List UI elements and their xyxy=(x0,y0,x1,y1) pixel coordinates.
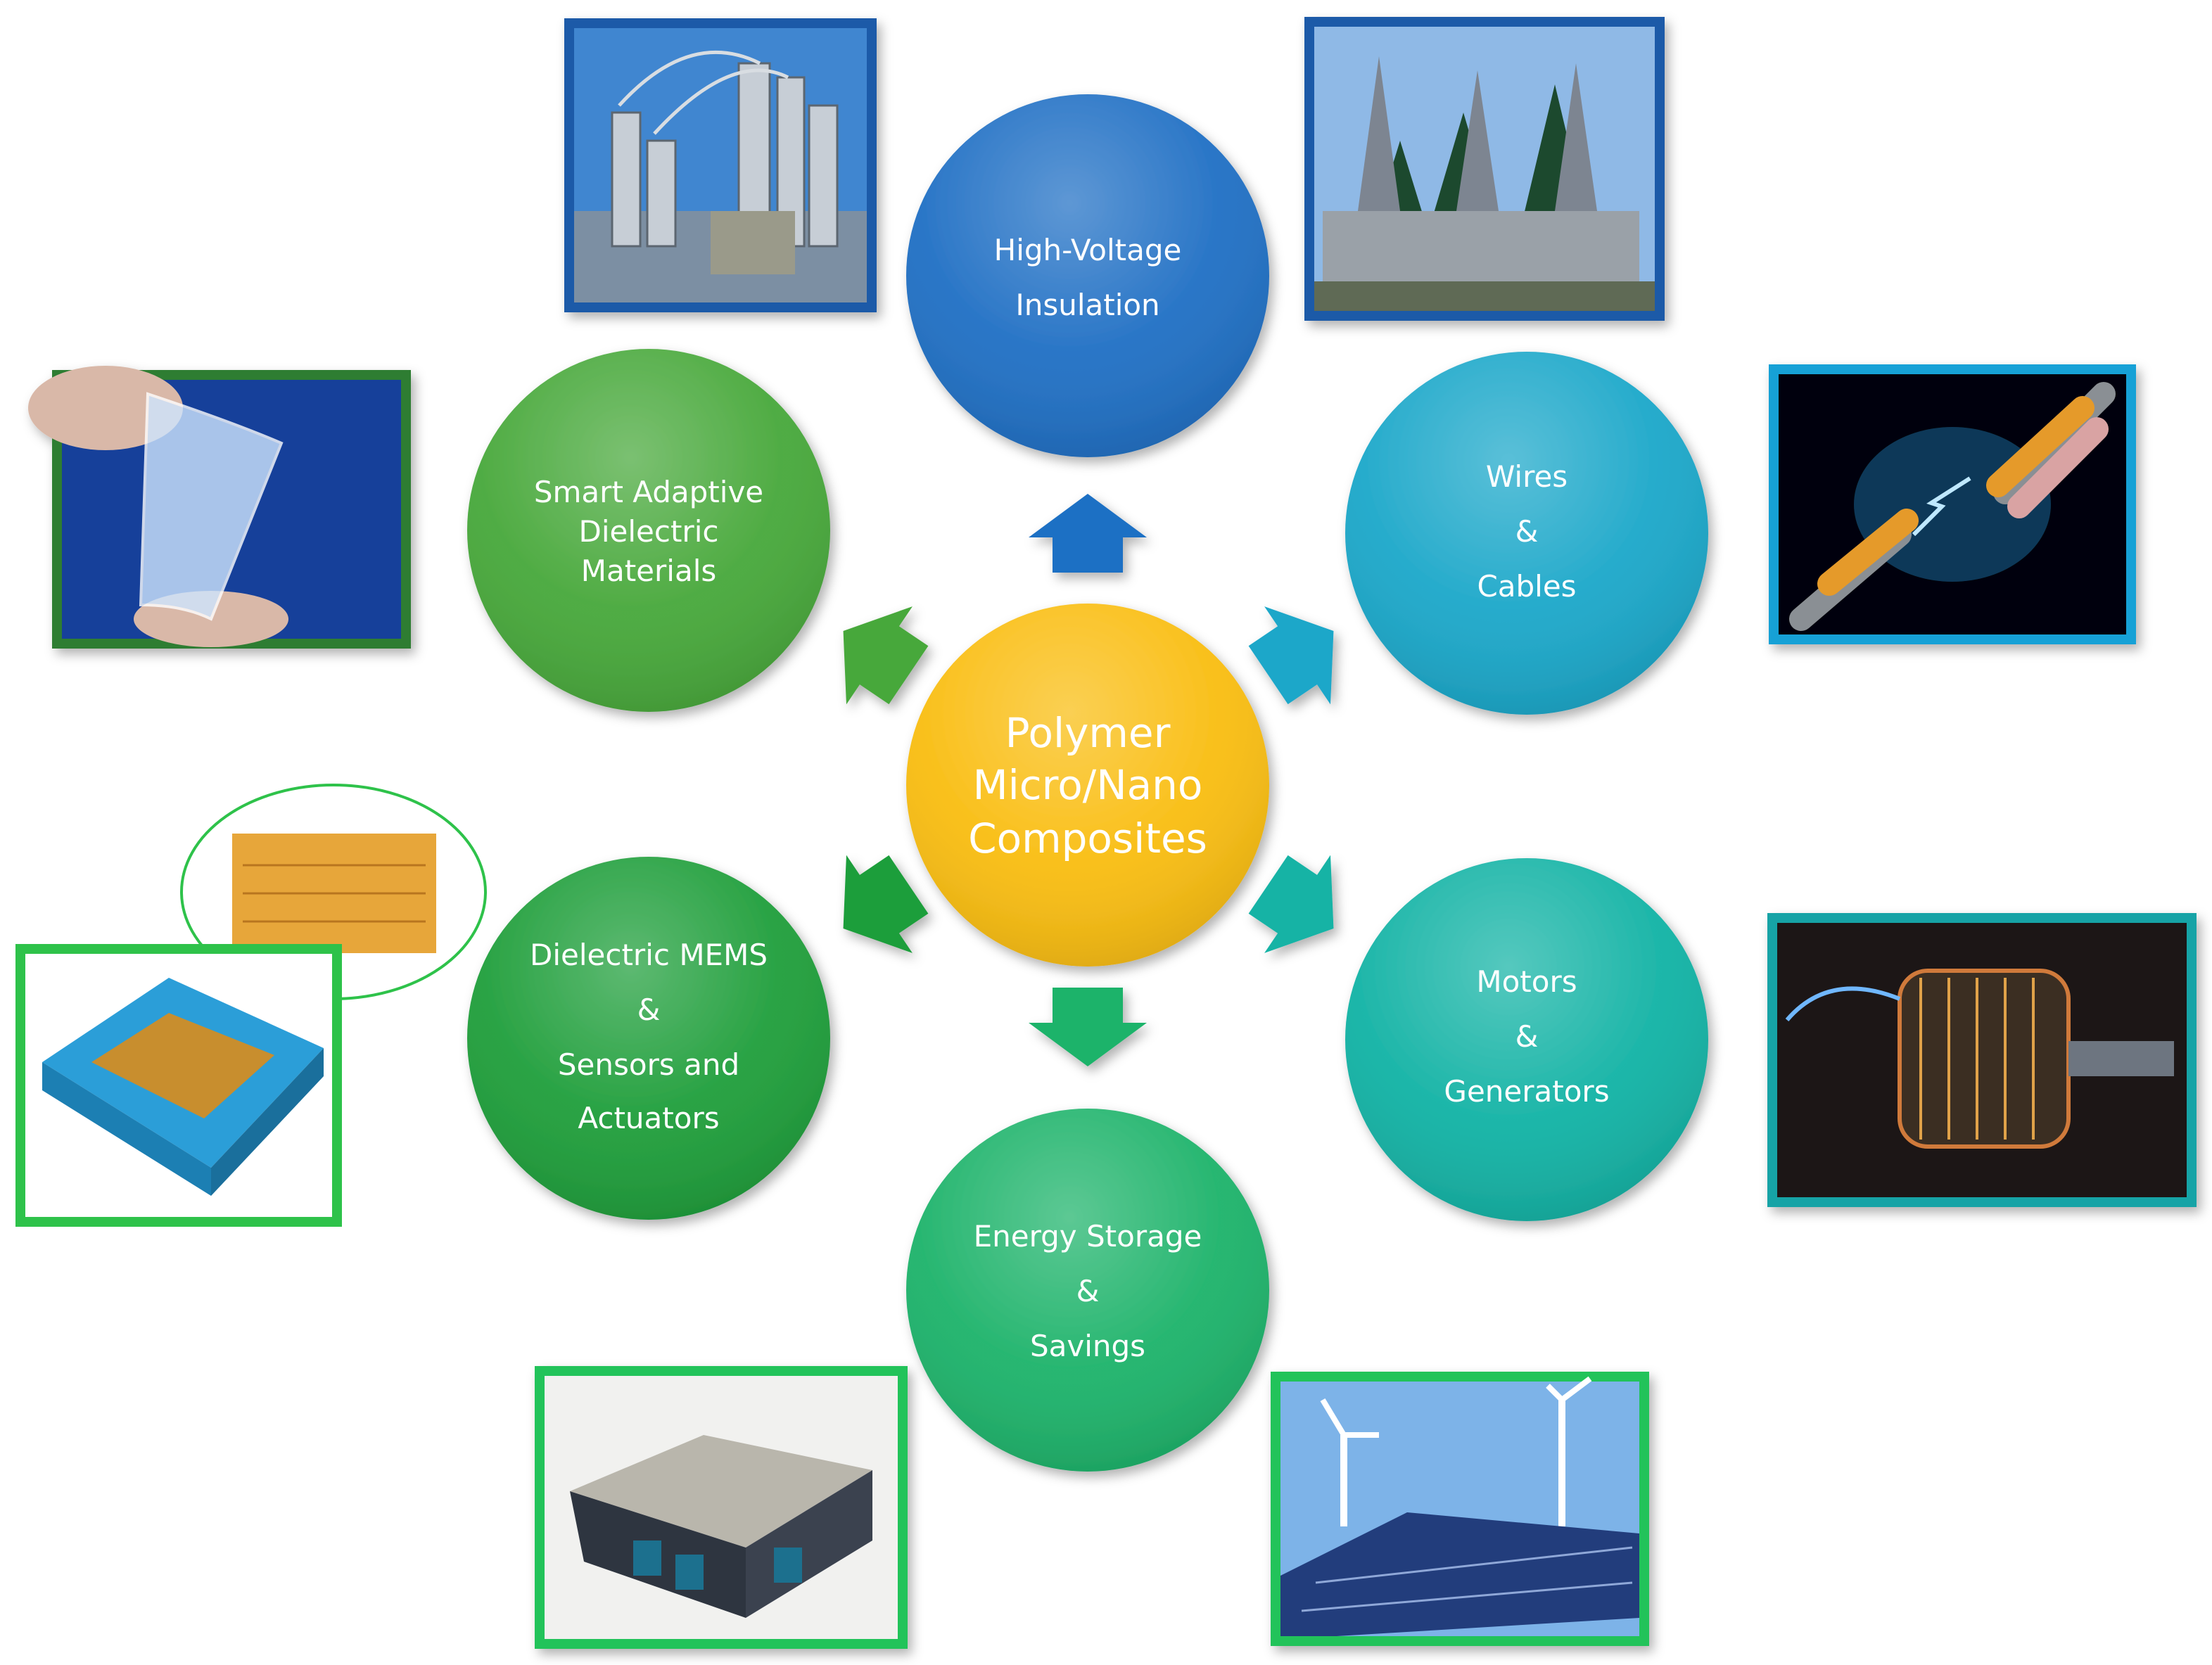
node-label-line: & xyxy=(637,993,661,1027)
electric-motor-cutaway-photo xyxy=(1767,913,2197,1207)
node-label-line: & xyxy=(1076,1274,1100,1308)
node-label-line: Dielectric xyxy=(579,514,719,549)
node-label-line: Smart Adaptive xyxy=(534,475,763,509)
node-label-line: Sensors and xyxy=(558,1047,739,1082)
node-label-line: Insulation xyxy=(1015,288,1159,322)
node-label-line: & xyxy=(1515,1019,1539,1054)
flexible-dielectric-film-photo xyxy=(28,366,411,649)
arrow-lower-right xyxy=(1248,855,1334,953)
node-label-line: Savings xyxy=(1030,1329,1145,1363)
hv-bushings-photo xyxy=(1304,17,1665,321)
node-label-line: High-Voltage xyxy=(994,233,1182,267)
center-node: Polymer Micro/Nano Composites xyxy=(906,604,1269,967)
node-label-line: & xyxy=(1515,514,1539,549)
node-smart-adaptive-dielectric: Smart Adaptive Dielectric Materials xyxy=(467,349,830,712)
arrow-lower-left xyxy=(843,855,929,953)
stripped-power-cables-photo xyxy=(1769,364,2136,644)
node-high-voltage-insulation: High-Voltage Insulation xyxy=(906,94,1269,457)
node-dielectric-mems: Dielectric MEMS & Sensors and Actuators xyxy=(467,857,830,1220)
node-label-line: Materials xyxy=(581,554,717,588)
arrow-upper-right xyxy=(1248,606,1334,705)
node-energy-storage-savings: Energy Storage & Savings xyxy=(906,1109,1269,1472)
battery-pack-photo xyxy=(535,1366,908,1649)
node-wires-cables: Wires & Cables xyxy=(1345,352,1708,715)
wind-solar-farm-photo xyxy=(1271,1372,1649,1646)
node-label-line: Wires xyxy=(1486,459,1568,494)
arrow-down xyxy=(1029,988,1147,1066)
node-motors-generators: Motors & Generators xyxy=(1345,858,1708,1221)
center-label-line: Micro/Nano xyxy=(973,761,1203,809)
center-label-line: Polymer xyxy=(1005,709,1171,757)
node-label-line: Dielectric MEMS xyxy=(530,938,768,972)
node-label-line: Generators xyxy=(1444,1074,1609,1109)
center-label-line: Composites xyxy=(968,815,1207,862)
arrow-up xyxy=(1029,494,1147,573)
node-label-line: Energy Storage xyxy=(974,1219,1202,1253)
arrows-group xyxy=(843,494,1334,1066)
node-label-line: Actuators xyxy=(578,1101,719,1135)
mems-sensor-chip-photo xyxy=(15,784,487,1227)
node-label-line: Motors xyxy=(1476,964,1577,999)
high-voltage-substation-photo xyxy=(564,18,877,312)
arrow-upper-left xyxy=(843,606,929,705)
node-label-line: Cables xyxy=(1477,569,1576,604)
